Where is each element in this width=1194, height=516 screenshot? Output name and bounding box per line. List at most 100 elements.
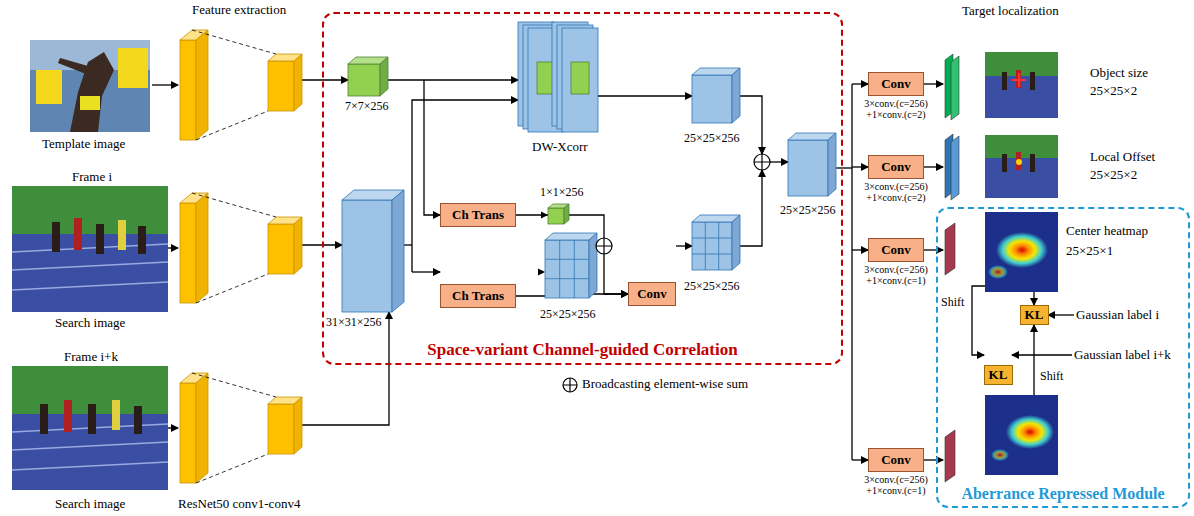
text-label: Feature extraction xyxy=(192,3,286,18)
template-photo xyxy=(36,70,62,104)
text-label: 25×25×256 xyxy=(684,280,740,294)
output-maps xyxy=(945,54,959,482)
heatmaps xyxy=(988,265,1008,279)
box-label: Conv xyxy=(881,76,911,92)
flow-lines xyxy=(1033,292,1034,305)
sum-symbols xyxy=(563,378,577,392)
template-photo xyxy=(58,58,88,74)
flow-lines xyxy=(924,166,943,167)
flow-lines xyxy=(740,170,762,246)
box-label: Conv xyxy=(637,286,667,302)
box-label: Conv xyxy=(881,242,911,258)
output-photos xyxy=(1016,152,1021,170)
flow-lines xyxy=(972,286,985,355)
output-photos xyxy=(985,135,1058,158)
template-photo xyxy=(30,40,150,132)
box-label: Conv xyxy=(881,452,911,468)
search-photo xyxy=(118,220,126,250)
text-label: Gaussian label i xyxy=(1076,308,1159,323)
conv-head: Conv 3×conv.(c=256) +1×conv.(c=2) xyxy=(860,72,932,120)
flow-lines xyxy=(852,249,868,250)
output-photos xyxy=(985,52,1058,118)
heatmaps xyxy=(985,212,1058,292)
search-photo xyxy=(138,226,146,254)
text-label: Search image xyxy=(55,497,125,512)
backbone-blocks xyxy=(268,224,294,274)
head-config: 3×conv.(c=256) +1×conv.(c=2) xyxy=(860,181,932,203)
backbone-blocks xyxy=(268,404,294,454)
sum-symbols xyxy=(563,378,577,392)
box-label: Conv xyxy=(881,159,911,175)
flow-lines xyxy=(424,80,440,215)
flow-lines xyxy=(1048,314,1074,315)
conv-box: Conv xyxy=(868,448,924,472)
feature-cubes xyxy=(692,222,732,270)
flow-lines xyxy=(851,84,852,460)
output-photos xyxy=(1012,73,1026,87)
heatmaps xyxy=(1006,415,1054,449)
search-photo xyxy=(134,406,142,434)
flow-lines xyxy=(836,167,852,168)
output-photos xyxy=(1002,154,1007,172)
output-maps xyxy=(951,136,959,200)
head-config: 3×conv.(c=256) +1×conv.(c=1) xyxy=(860,474,932,496)
sum-symbols xyxy=(596,238,612,254)
conv-box: Conv xyxy=(868,72,924,96)
sum-symbols xyxy=(754,154,770,170)
backbone-blocks xyxy=(192,193,276,303)
flow-lines xyxy=(302,312,389,425)
feature-cubes xyxy=(541,212,548,219)
backbone-blocks xyxy=(196,193,208,303)
backbone-blocks xyxy=(268,61,294,111)
template-photo xyxy=(80,96,100,110)
flow-lines xyxy=(852,459,868,460)
box-label: KL xyxy=(1025,307,1044,323)
text-label: 25×25×2 xyxy=(1090,168,1137,183)
text-label: Target localization xyxy=(962,4,1059,19)
template-photo xyxy=(30,40,150,132)
backbone-blocks xyxy=(180,383,196,483)
kl-box: KL xyxy=(1020,305,1049,325)
conv-head: Conv 3×conv.(c=256) +1×conv.(c=1) xyxy=(860,238,932,286)
head-config: 3×conv.(c=256) +1×conv.(c=2) xyxy=(860,98,932,120)
box-label: Ch Trans xyxy=(452,288,504,304)
flow-lines xyxy=(388,79,518,80)
text-label: Gaussian label i+k xyxy=(1074,348,1171,363)
feature-cubes xyxy=(564,204,569,224)
text-label: Frame i xyxy=(72,170,112,185)
output-maps xyxy=(945,430,955,482)
flow-lines xyxy=(598,95,692,96)
text-label: 25×25×2 xyxy=(1090,84,1137,99)
output-photos xyxy=(985,52,1058,198)
feature-cubes xyxy=(692,75,732,123)
conv-box: Conv xyxy=(868,155,924,179)
head-config: 3×conv.(c=256) +1×conv.(c=1) xyxy=(860,264,932,286)
search-photo xyxy=(74,218,82,250)
heatmaps xyxy=(985,212,1058,475)
text-label: Object size xyxy=(1090,66,1148,81)
backbone-blocks xyxy=(180,40,196,140)
flow-lines xyxy=(152,84,178,85)
output-photos xyxy=(1016,159,1022,165)
search-photo xyxy=(112,400,120,430)
search-photo xyxy=(12,186,168,312)
backbone-blocks xyxy=(196,30,208,140)
search-photo xyxy=(96,224,104,254)
text-label: DW-Xcorr xyxy=(532,140,588,155)
flow-lines xyxy=(412,100,518,272)
region-title: Aberrance Repressed Module xyxy=(938,485,1188,503)
flow-lines xyxy=(302,79,348,80)
channel-transform-box: Ch Trans xyxy=(440,203,516,227)
feature-cubes xyxy=(545,233,597,240)
text-label: 31×31×256 xyxy=(326,316,382,330)
conv-box: Conv xyxy=(628,282,676,306)
flow-lines xyxy=(770,161,788,162)
search-photo xyxy=(12,366,168,490)
backbone-blocks xyxy=(180,203,196,303)
output-photos xyxy=(1002,72,1007,90)
box-label: KL xyxy=(989,367,1008,383)
feature-cubes xyxy=(545,240,589,298)
search-photo xyxy=(12,366,168,490)
feature-cubes xyxy=(538,269,545,276)
